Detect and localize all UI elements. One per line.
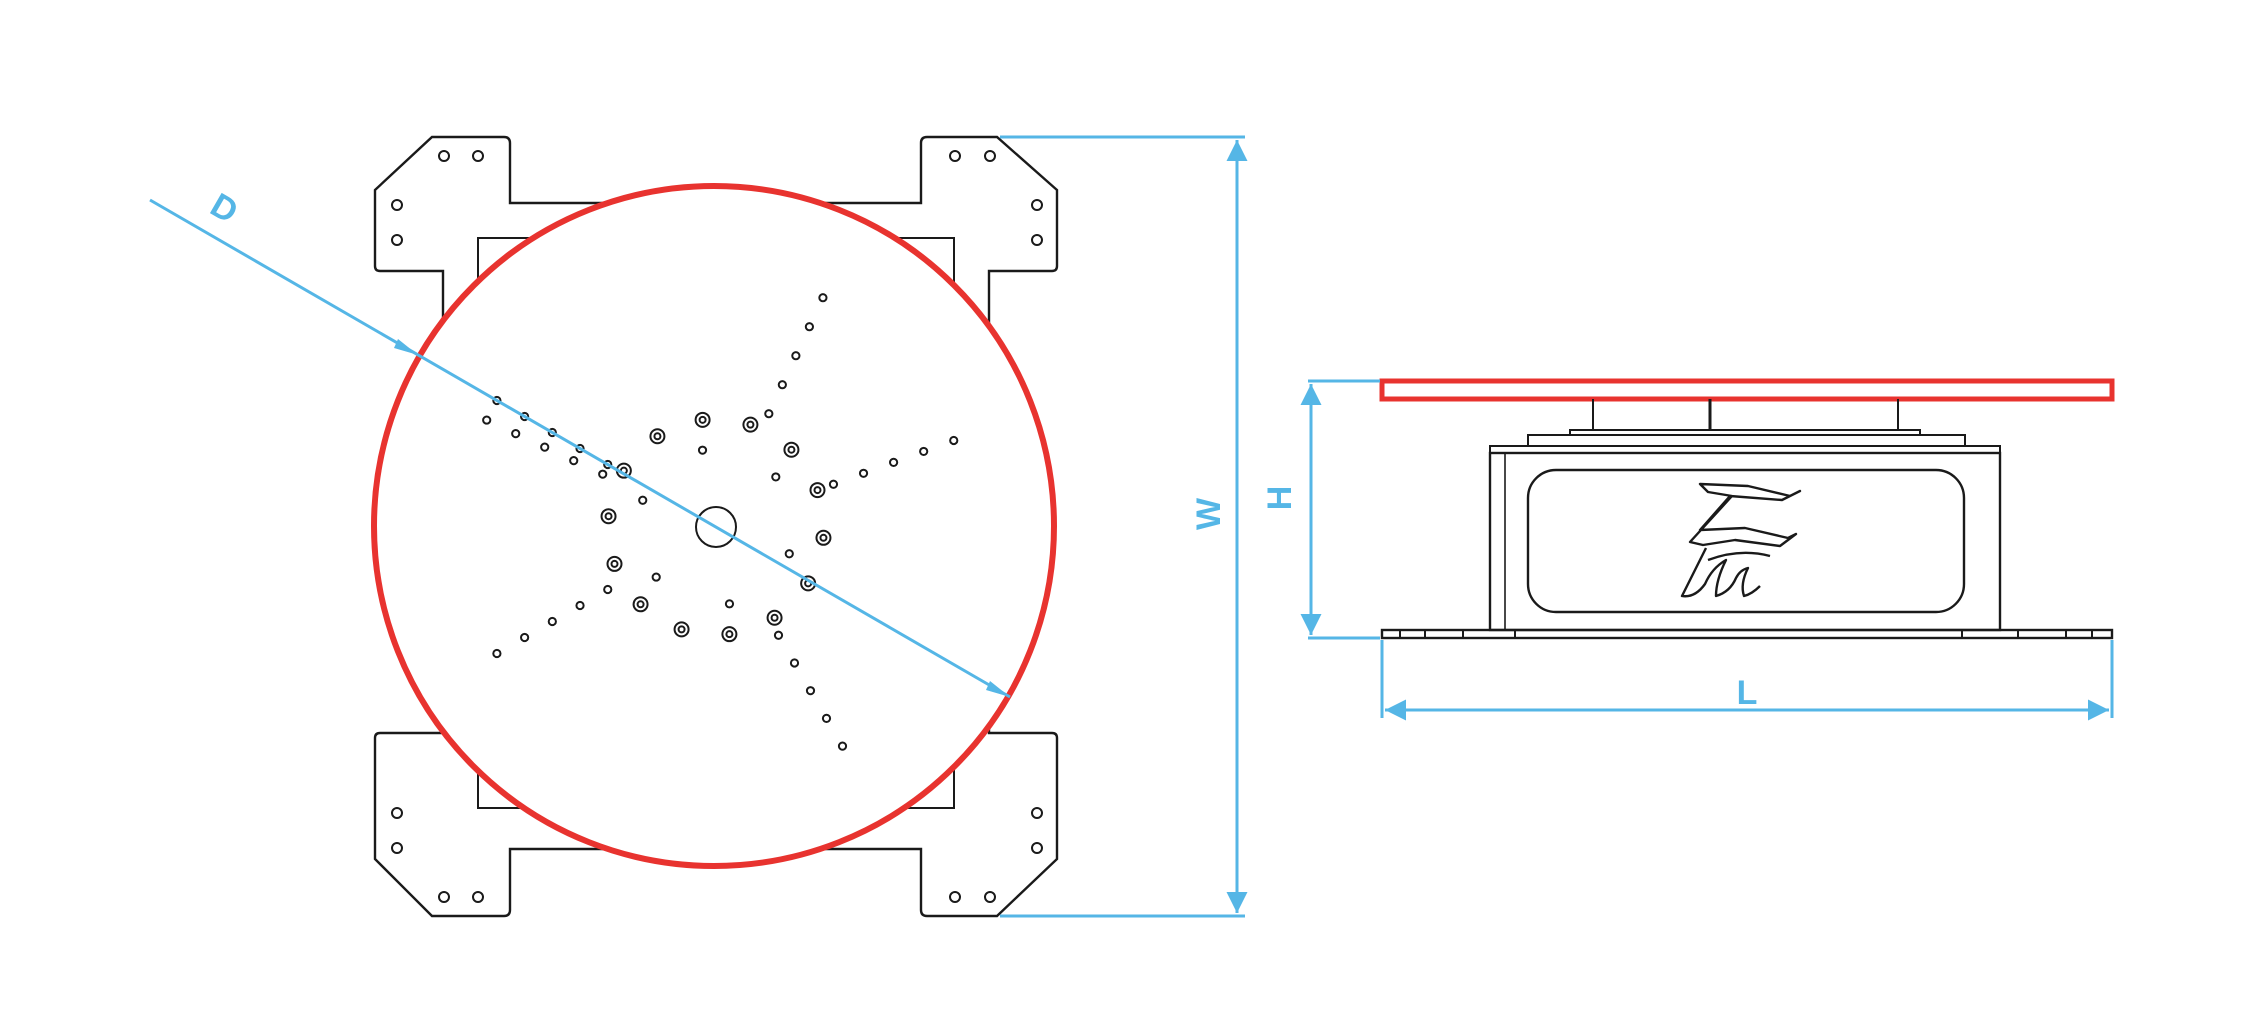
corner-mounting-hole <box>949 150 961 162</box>
corner-mounting-hole <box>949 891 961 903</box>
spoke-hole <box>818 293 828 303</box>
table-top-side <box>1379 378 2115 402</box>
corner-mounting-hole <box>391 842 403 854</box>
diameter-arrow-lower <box>986 681 1010 697</box>
inner-ring-hole-core <box>604 512 613 521</box>
spoke-hole <box>492 395 502 406</box>
inner-ring-hole-core <box>636 600 645 609</box>
height-label: H <box>1261 486 1299 511</box>
logo-panel <box>1526 468 1966 614</box>
inner-ring-hole-core <box>698 415 707 424</box>
spoke-hole <box>777 380 787 390</box>
inner-small-hole <box>638 495 648 505</box>
corner-mounting-hole <box>438 891 450 903</box>
inner-ring-hole <box>694 411 711 428</box>
corner-mounting-hole <box>391 199 403 211</box>
base-plate-outline <box>373 135 1059 918</box>
diameter-arrow-upper <box>394 339 418 355</box>
spoke-hole <box>575 443 585 454</box>
side-view: H L <box>1261 378 2115 721</box>
center-hole <box>695 506 737 548</box>
diameter-label: D <box>204 186 244 231</box>
corner-mounting-hole <box>1031 807 1043 819</box>
spoke-hole <box>575 600 585 611</box>
spoke-hole <box>764 409 774 419</box>
inner-ring-hole <box>815 529 832 546</box>
spoke-hole <box>598 469 608 479</box>
corner-mounting-hole <box>1031 199 1043 211</box>
inner-ring-hole-core <box>653 432 662 441</box>
disc-holes <box>482 293 959 751</box>
corner-mounting-holes <box>391 150 1043 903</box>
inner-ring-hole-core <box>725 630 734 639</box>
spoke-hole <box>773 630 784 640</box>
inner-ring-hole <box>766 609 783 626</box>
corner-mounting-hole <box>984 150 996 162</box>
inner-ring-hole <box>742 416 759 433</box>
corner-mounting-hole <box>472 150 484 162</box>
spoke-hole <box>821 713 832 723</box>
spoke-hole <box>791 351 801 361</box>
spoke-hole <box>889 457 899 467</box>
spoke-hole <box>789 658 800 668</box>
spoke-hole <box>492 648 502 659</box>
inner-small-hole <box>771 472 781 482</box>
corner-mounting-hole <box>472 891 484 903</box>
spoke-hole <box>540 442 550 452</box>
inner-ring-hole <box>632 596 649 613</box>
corner-mounting-hole <box>984 891 996 903</box>
spoke-hole <box>511 429 521 439</box>
inner-small-hole <box>724 599 735 609</box>
inner-ring-hole-core <box>819 533 828 542</box>
length-label: L <box>1737 674 1758 712</box>
inner-ring-hole <box>809 482 826 499</box>
inner-ring-hole <box>673 621 690 638</box>
inner-ring-hole <box>600 508 617 525</box>
spoke-hole <box>858 468 869 478</box>
tm-logo-icon <box>1680 482 1802 598</box>
spoke-hole <box>828 479 839 489</box>
corner-mounting-hole <box>391 807 403 819</box>
spoke-hole <box>520 411 530 422</box>
spoke-hole <box>837 741 848 751</box>
spoke-hole <box>603 584 613 595</box>
corner-mounting-hole <box>438 150 450 162</box>
inner-ring-hole <box>783 441 800 458</box>
inner-ring-hole <box>649 428 666 445</box>
diameter-dimension-line <box>149 198 1011 699</box>
corner-mounting-hole <box>391 234 403 246</box>
top-view: D W <box>149 135 1248 918</box>
inner-ring-hole-core <box>746 420 755 429</box>
inner-small-hole <box>784 549 794 559</box>
inner-ring-hole-core <box>813 486 822 495</box>
inner-ring-hole <box>606 555 623 572</box>
spoke-hole <box>547 616 557 627</box>
inner-ring-hole-core <box>677 625 686 634</box>
inner-small-hole <box>651 572 661 582</box>
inner-ring-hole-core <box>770 613 779 622</box>
upper-flange-outer <box>1527 434 1966 447</box>
spoke-hole <box>547 427 557 438</box>
inner-ring-hole-core <box>787 445 796 454</box>
corner-mounting-hole <box>1031 842 1043 854</box>
spoke-hole <box>520 632 530 643</box>
spoke-hole <box>804 322 814 332</box>
inner-ring-hole-core <box>610 559 619 568</box>
spoke-hole <box>603 459 613 470</box>
spoke-hole <box>949 435 959 446</box>
spoke-hole <box>919 446 929 457</box>
width-label: W <box>1190 497 1228 530</box>
inner-ring-hole <box>721 626 738 643</box>
base-plate-ticks <box>1399 630 2093 638</box>
spoke-hole <box>569 456 579 466</box>
corner-mounting-hole <box>1031 234 1043 246</box>
spoke-hole <box>805 686 816 696</box>
base-plate-side <box>1380 628 2114 640</box>
spoke-hole <box>482 415 492 425</box>
inner-small-hole <box>697 445 708 455</box>
